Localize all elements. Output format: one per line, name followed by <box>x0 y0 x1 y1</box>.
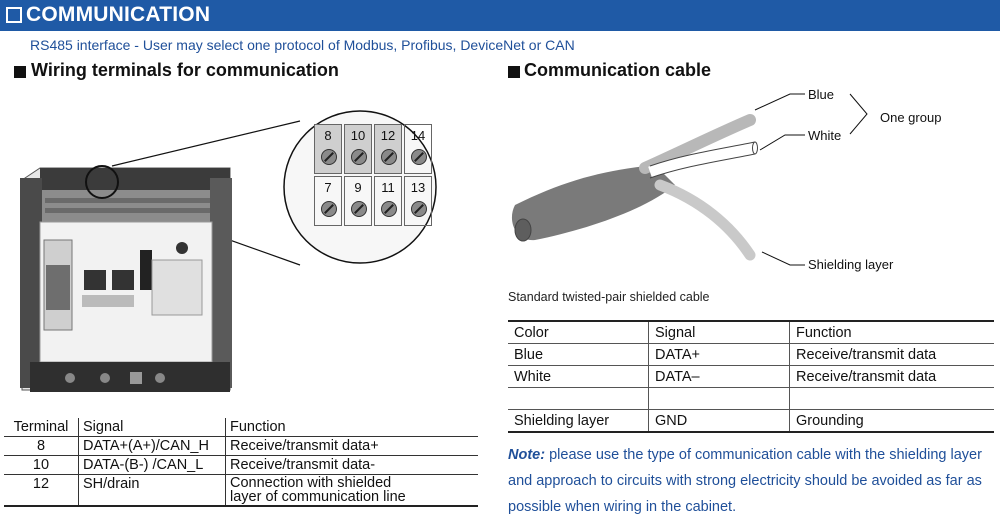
terminal-12: 12 <box>374 124 402 174</box>
cable-table: Color Signal Function Blue DATA+ Receive… <box>508 320 994 433</box>
screw-icon <box>351 201 367 217</box>
col-header-terminal: Terminal <box>4 418 79 437</box>
screw-icon <box>321 149 337 165</box>
terminal-10: 10 <box>344 124 372 174</box>
col-header-color: Color <box>508 320 649 344</box>
header-bar <box>0 0 1000 31</box>
table-row: Shielding layer GND Grounding <box>508 409 994 433</box>
col-header-function: Function <box>225 418 478 437</box>
col-header-signal: Signal <box>648 320 790 344</box>
terminal-13: 13 <box>404 176 432 226</box>
section-bullet-icon <box>14 66 26 78</box>
note-label: Note: <box>508 447 546 463</box>
cable-illustration <box>511 93 868 266</box>
screw-icon <box>351 149 367 165</box>
note-paragraph: Note: please use the type of communicati… <box>508 442 998 520</box>
one-group-label: One group <box>880 110 942 125</box>
blue-wire-label: Blue <box>808 87 835 102</box>
table-row <box>508 387 994 410</box>
terminal-7: 7 <box>314 176 342 226</box>
screw-icon <box>411 149 427 165</box>
table-row: 10 DATA-(B-) /CAN_L Receive/transmit dat… <box>4 455 478 475</box>
terminal-8: 8 <box>314 124 342 174</box>
page-title: COMMUNICATION <box>26 3 211 26</box>
subtitle: RS485 interface - User may select one pr… <box>30 37 575 53</box>
terminal-9: 9 <box>344 176 372 226</box>
table-row: 8 DATA+(A+)/CAN_H Receive/transmit data+ <box>4 436 478 456</box>
screw-icon <box>321 201 337 217</box>
cable-caption: Standard twisted-pair shielded cable <box>508 290 710 304</box>
checkbox-square-icon <box>6 7 22 23</box>
shielding-layer-label: Shielding layer <box>808 257 894 272</box>
terminal-14: 14 <box>404 124 432 174</box>
screw-icon <box>381 201 397 217</box>
terminal-block: 8 10 12 14 7 9 11 13 <box>314 124 432 228</box>
col-header-signal: Signal <box>78 418 226 437</box>
screw-icon <box>411 201 427 217</box>
table-row: Blue DATA+ Receive/transmit data <box>508 343 994 366</box>
circuit-breaker-illustration <box>20 110 437 392</box>
col-header-function: Function <box>789 320 994 344</box>
section-bullet-icon <box>508 66 520 78</box>
note-text: please use the type of communication cab… <box>508 447 982 515</box>
left-section-title: Wiring terminals for communication <box>31 60 339 80</box>
screw-icon <box>381 149 397 165</box>
terminal-11: 11 <box>374 176 402 226</box>
white-wire-label: White <box>808 128 842 143</box>
right-section-title: Communication cable <box>524 60 712 80</box>
table-row: 12 SH/drain Connection with shielded lay… <box>4 474 478 507</box>
table-row: White DATA– Receive/transmit data <box>508 365 994 388</box>
terminal-table: Terminal Signal Function 8 DATA+(A+)/CAN… <box>4 418 478 507</box>
